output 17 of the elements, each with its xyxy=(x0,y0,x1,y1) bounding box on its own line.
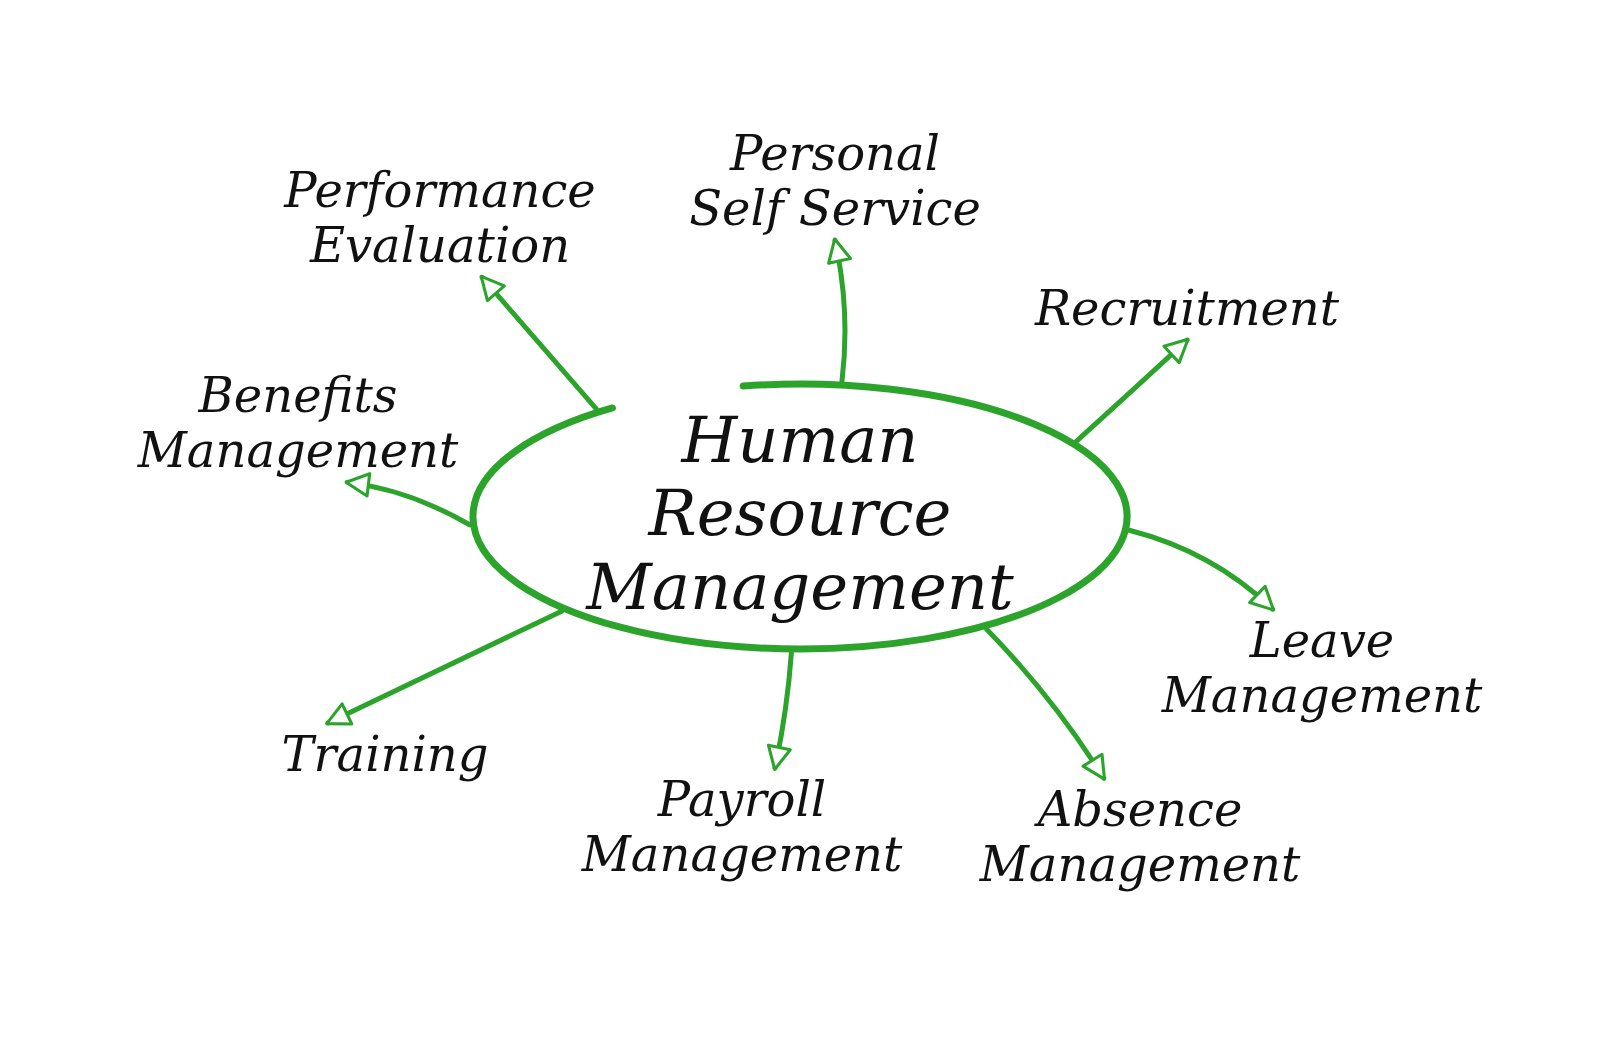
topic-label: Payroll Management xyxy=(580,772,904,883)
topic-label: Training xyxy=(280,727,490,783)
topic-label: Personal Self Service xyxy=(688,126,982,237)
arrow xyxy=(325,608,565,726)
arrow xyxy=(344,472,473,528)
arrow xyxy=(1126,527,1276,612)
topic-label: Performance Evaluation xyxy=(282,163,597,274)
arrow xyxy=(766,650,794,771)
topic-label: Benefits Management xyxy=(136,368,460,479)
hub-title: Human Resource Management xyxy=(584,401,1015,626)
arrow xyxy=(479,274,599,412)
topic-label: Leave Management xyxy=(1160,613,1484,724)
topic-label: Recruitment xyxy=(1033,281,1341,337)
topic-label: Absence Management xyxy=(978,782,1302,893)
arrow xyxy=(826,237,852,384)
arrow xyxy=(1073,337,1190,444)
arrow xyxy=(984,626,1107,781)
